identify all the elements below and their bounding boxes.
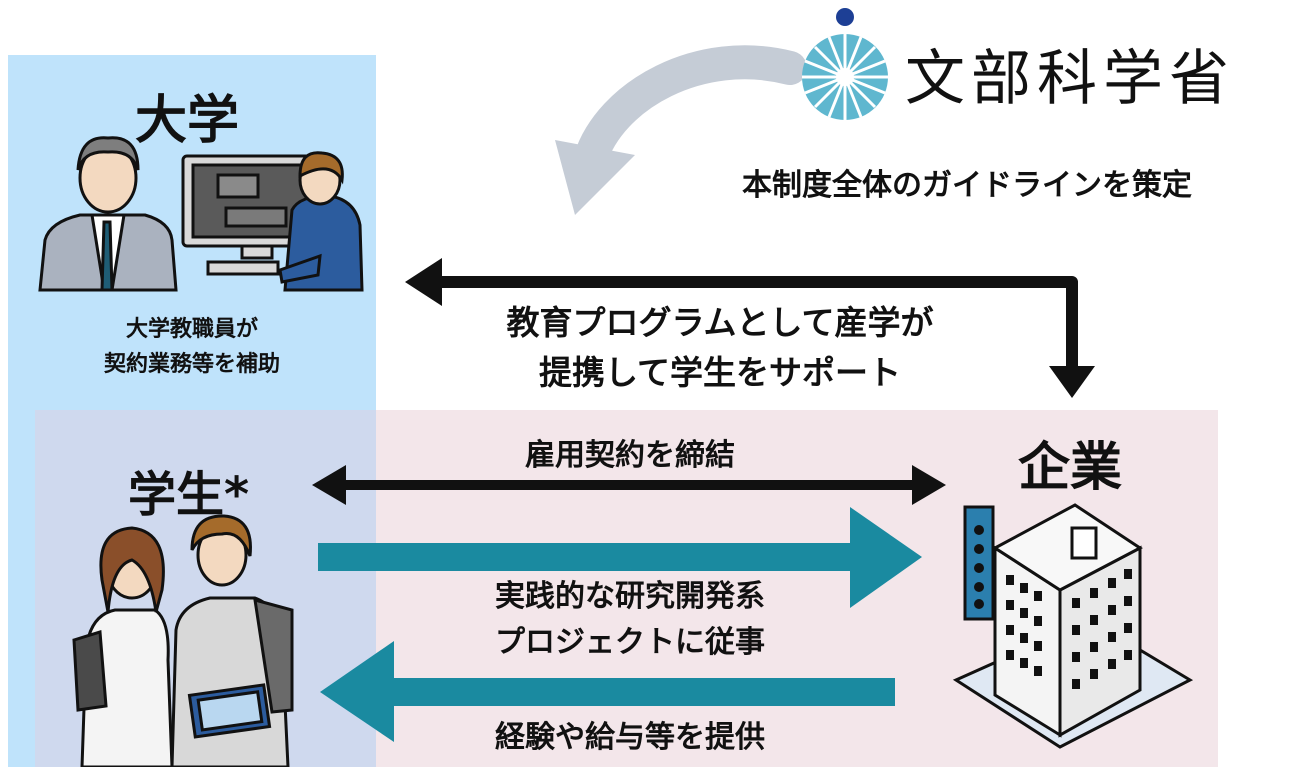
company-building-icon bbox=[952, 503, 1194, 749]
industry-academia-label: 教育プログラムとして産学が 提携して学生をサポート bbox=[460, 298, 980, 398]
university-title: 大学 bbox=[135, 91, 240, 151]
students-illustration bbox=[72, 514, 294, 767]
employment-contract-arrow bbox=[312, 465, 946, 505]
guideline-arrow bbox=[555, 45, 807, 215]
work-arrow bbox=[318, 507, 922, 608]
employment-contract-label: 雇用契約を締結 bbox=[525, 438, 735, 473]
university-caption-line1: 大学教職員が bbox=[125, 317, 258, 342]
industry-academia-arrow bbox=[405, 258, 1095, 398]
university-caption: 大学教職員が 契約業務等を補助 bbox=[8, 312, 376, 382]
university-caption-line2: 契約業務等を補助 bbox=[103, 352, 280, 377]
mext-caption: 本制度全体のガイドラインを策定 bbox=[742, 168, 1192, 203]
work-label: 実践的な研究開発系 プロジェクトに従事 bbox=[430, 574, 830, 666]
compensation-label: 経験や給与等を提供 bbox=[495, 720, 765, 755]
company-title: 企業 bbox=[1018, 438, 1123, 498]
work-label-line1: 実践的な研究開発系 bbox=[495, 579, 765, 614]
building-windows bbox=[974, 525, 1132, 689]
student-title: 学生* bbox=[128, 467, 250, 523]
industry-academia-line1: 教育プログラムとして産学が bbox=[506, 303, 934, 342]
mext-name: 文部科学省 bbox=[905, 44, 1235, 114]
mext-logo-icon bbox=[802, 8, 888, 120]
university-staff-illustration bbox=[38, 136, 364, 292]
work-label-line2: プロジェクトに従事 bbox=[495, 625, 765, 660]
compensation-arrow bbox=[320, 641, 895, 742]
industry-academia-line2: 提携して学生をサポート bbox=[538, 353, 901, 392]
